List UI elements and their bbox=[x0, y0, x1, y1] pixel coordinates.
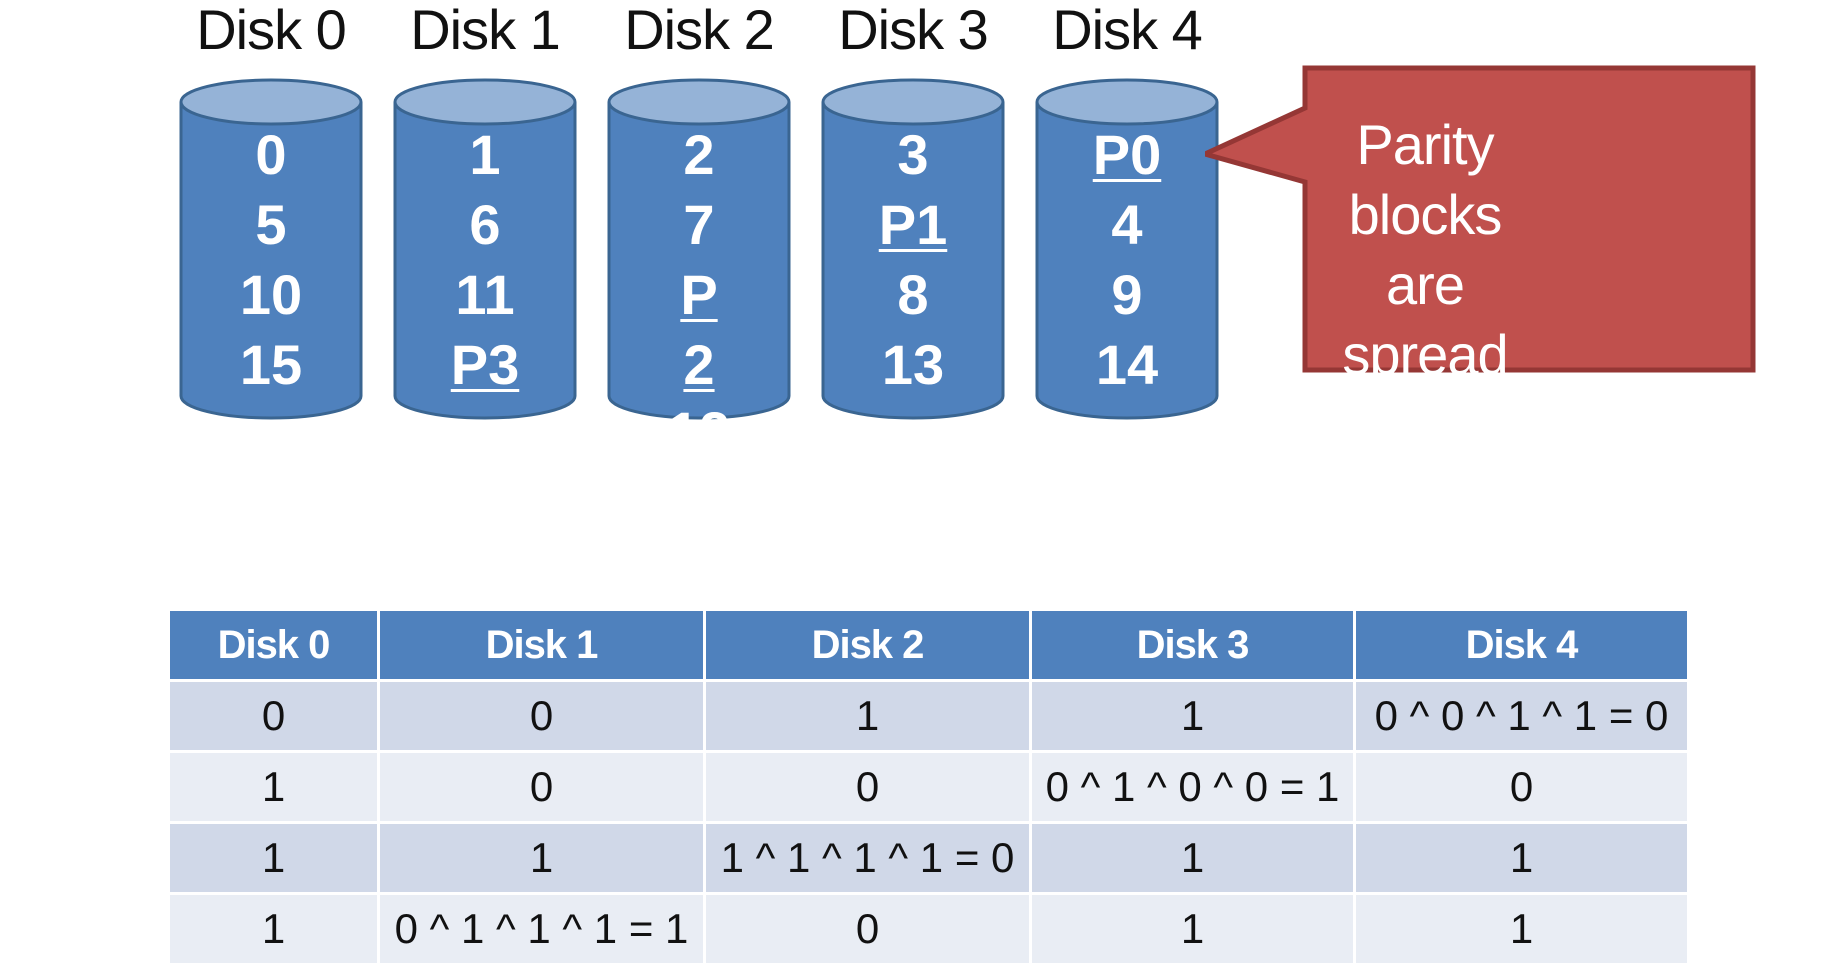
table-cell: 0 bbox=[703, 750, 1032, 824]
header-cell: Disk 3 bbox=[1029, 608, 1356, 682]
header-cell: Disk 4 bbox=[1353, 608, 1690, 682]
parity-callout bbox=[1205, 65, 1756, 373]
disk-4-blocks: P0 4 9 14 bbox=[1035, 120, 1219, 400]
table-cell: 1 bbox=[1353, 821, 1690, 895]
parity-block: P bbox=[680, 263, 718, 326]
table-row: 1 0 ^ 1 ^ 1 ^ 1 = 1 0 1 1 bbox=[167, 892, 1690, 966]
cylinder-shape bbox=[821, 78, 1005, 420]
parity-table: Disk 0 Disk 1 Disk 2 Disk 3 Disk 4 0 0 1… bbox=[167, 608, 1690, 966]
table-cell: 0 bbox=[377, 679, 706, 753]
block: 9 bbox=[1111, 263, 1143, 326]
disk-1-cylinder: 1 6 11 P3 bbox=[393, 78, 577, 420]
table-cell: 1 bbox=[703, 679, 1032, 753]
table-cell: 0 bbox=[1353, 750, 1690, 824]
callout-variable: N bbox=[1439, 463, 1479, 526]
table-cell: 1 bbox=[377, 821, 706, 895]
disk-0-title: Disk 0 bbox=[196, 0, 347, 61]
table-cell: 1 bbox=[167, 892, 380, 966]
table-cell: 0 bbox=[703, 892, 1032, 966]
table-cell: 1 bbox=[1353, 892, 1690, 966]
block: 8 bbox=[897, 263, 929, 326]
table-cell: 1 bbox=[1029, 892, 1356, 966]
block: 13 bbox=[881, 333, 945, 396]
parity-block: P0 bbox=[1092, 123, 1162, 186]
disk-2-cylinder: 2 7 P 2 12 bbox=[607, 78, 791, 420]
table-row: 1 1 1 ^ 1 ^ 1 ^ 1 = 0 1 1 bbox=[167, 821, 1690, 895]
table-cell: 0 ^ 1 ^ 0 ^ 0 = 1 bbox=[1029, 750, 1356, 824]
cylinder-shape bbox=[607, 78, 791, 420]
disk-0-cylinder: 0 5 10 15 bbox=[179, 78, 363, 420]
table-cell: 1 bbox=[167, 821, 380, 895]
table-row: 0 0 1 1 0 ^ 0 ^ 1 ^ 1 = 0 bbox=[167, 679, 1690, 753]
table-cell: 0 ^ 0 ^ 1 ^ 1 = 0 bbox=[1353, 679, 1690, 753]
cylinder-shape bbox=[179, 78, 363, 420]
disk-3-title: Disk 3 bbox=[838, 0, 989, 61]
cylinder-shape bbox=[393, 78, 577, 420]
table-cell: 0 bbox=[377, 750, 706, 824]
parity-block: P3 bbox=[450, 333, 520, 396]
block: 4 bbox=[1111, 193, 1143, 256]
overflow-text-clip: 12 bbox=[607, 404, 791, 420]
disk-2-blocks: 2 7 P 2 bbox=[607, 120, 791, 400]
parity-block: P1 bbox=[878, 193, 948, 256]
parity-block: 2 bbox=[683, 333, 715, 396]
table-cell: 0 ^ 1 ^ 1 ^ 1 = 1 bbox=[377, 892, 706, 966]
block: 14 bbox=[1095, 333, 1159, 396]
header-cell: Disk 0 bbox=[167, 608, 380, 682]
callout-text: Parity blocks are spread over all N disk… bbox=[1342, 113, 1508, 596]
cylinder-shape bbox=[1035, 78, 1219, 420]
disk-1-blocks: 1 6 11 P3 bbox=[393, 120, 577, 400]
block: 3 bbox=[897, 123, 929, 186]
block: 7 bbox=[683, 193, 715, 256]
disk-3-blocks: 3 P1 8 13 bbox=[821, 120, 1005, 400]
block: 6 bbox=[469, 193, 501, 256]
table-cell: 1 bbox=[167, 750, 380, 824]
disk-4-cylinder: P0 4 9 14 bbox=[1035, 78, 1219, 420]
block: 10 bbox=[239, 263, 303, 326]
table-header-row: Disk 0 Disk 1 Disk 2 Disk 3 Disk 4 bbox=[167, 608, 1690, 682]
block: 2 bbox=[683, 123, 715, 186]
block: 1 bbox=[469, 123, 501, 186]
disk-2-title: Disk 2 bbox=[624, 0, 775, 61]
table-cell: 0 bbox=[167, 679, 380, 753]
table-cell: 1 bbox=[1029, 679, 1356, 753]
disk-0-blocks: 0 5 10 15 bbox=[179, 120, 363, 400]
block: 15 bbox=[239, 333, 303, 396]
block: 11 bbox=[455, 263, 515, 326]
table-cell: 1 ^ 1 ^ 1 ^ 1 = 0 bbox=[703, 821, 1032, 895]
table-cell: 1 bbox=[1029, 821, 1356, 895]
block: 5 bbox=[255, 193, 287, 256]
header-cell: Disk 1 bbox=[377, 608, 706, 682]
disk-4-title: Disk 4 bbox=[1052, 0, 1203, 61]
header-cell: Disk 2 bbox=[703, 608, 1032, 682]
block: 0 bbox=[255, 123, 287, 186]
table-row: 1 0 0 0 ^ 1 ^ 0 ^ 0 = 1 0 bbox=[167, 750, 1690, 824]
overflow-block: 12 bbox=[607, 404, 791, 420]
disk-3-cylinder: 3 P1 8 13 bbox=[821, 78, 1005, 420]
disk-1-title: Disk 1 bbox=[410, 0, 561, 61]
